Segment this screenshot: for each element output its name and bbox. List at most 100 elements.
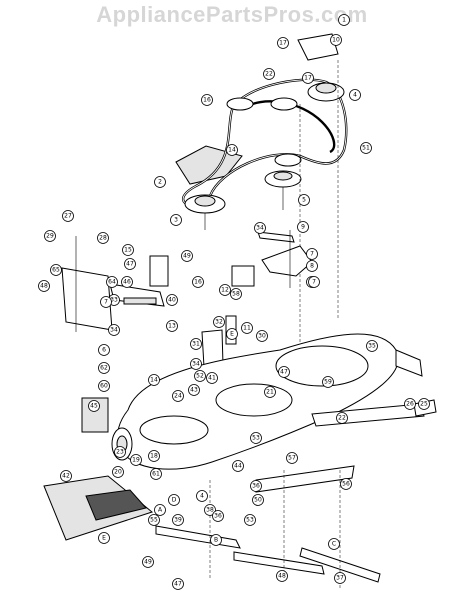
callout-40: 40 bbox=[166, 294, 178, 306]
blade-left bbox=[155, 525, 241, 549]
callout-51: 51 bbox=[360, 142, 372, 154]
callout-7: 7 bbox=[306, 248, 318, 260]
svg-text:14: 14 bbox=[150, 377, 158, 384]
idler-arm-bracket bbox=[261, 245, 313, 277]
callout-41: 41 bbox=[206, 372, 218, 384]
callout-2: 2 bbox=[154, 176, 166, 188]
callout-12: 12 bbox=[219, 284, 231, 296]
svg-text:28: 28 bbox=[99, 235, 107, 242]
callout-36: 36 bbox=[212, 510, 224, 522]
svg-text:E: E bbox=[230, 331, 234, 338]
callout-64: 64 bbox=[106, 276, 118, 288]
svg-text:34: 34 bbox=[192, 361, 200, 368]
svg-text:4: 4 bbox=[200, 493, 204, 500]
svg-text:17: 17 bbox=[279, 40, 287, 47]
callout-7: 7 bbox=[100, 296, 112, 308]
callout-22: 22 bbox=[263, 68, 275, 80]
watermark-text: AppliancePartsPros.com bbox=[96, 2, 368, 27]
svg-text:21: 21 bbox=[266, 389, 274, 396]
svg-text:10: 10 bbox=[332, 37, 340, 44]
svg-text:46: 46 bbox=[123, 279, 131, 286]
callout-32: 32 bbox=[213, 316, 225, 328]
callout-46: 46 bbox=[121, 276, 133, 288]
svg-text:50: 50 bbox=[254, 497, 262, 504]
callout-5: 5 bbox=[298, 194, 310, 206]
svg-text:62: 62 bbox=[100, 365, 108, 372]
svg-text:61: 61 bbox=[152, 471, 160, 478]
blade-center bbox=[233, 551, 325, 575]
svg-text:1: 1 bbox=[342, 17, 346, 24]
callout-37: 37 bbox=[334, 572, 346, 584]
callout-47: 47 bbox=[124, 258, 136, 270]
svg-text:23: 23 bbox=[116, 449, 124, 456]
callout-4: 4 bbox=[196, 490, 208, 502]
callout-53: 53 bbox=[250, 432, 262, 444]
svg-text:6: 6 bbox=[102, 347, 106, 354]
svg-text:C: C bbox=[332, 541, 336, 548]
svg-text:53: 53 bbox=[252, 435, 260, 442]
callout-20: 20 bbox=[112, 466, 124, 478]
callout-34: 34 bbox=[108, 324, 120, 336]
svg-text:36: 36 bbox=[214, 513, 222, 520]
callout-55: 55 bbox=[148, 514, 160, 526]
callout-48: 48 bbox=[38, 280, 50, 292]
idler-bracket-part bbox=[297, 33, 339, 61]
svg-text:29: 29 bbox=[46, 233, 54, 240]
callout-27: 27 bbox=[62, 210, 74, 222]
callout-8: 8 bbox=[306, 260, 318, 272]
callout-7: 7 bbox=[308, 276, 320, 288]
svg-text:4: 4 bbox=[353, 92, 357, 99]
svg-text:15: 15 bbox=[124, 247, 132, 254]
svg-text:32: 32 bbox=[215, 319, 223, 326]
svg-text:44: 44 bbox=[234, 463, 242, 470]
chute-and-wheel bbox=[43, 397, 154, 541]
svg-text:18: 18 bbox=[150, 453, 158, 460]
callout-9: 9 bbox=[297, 221, 309, 233]
svg-text:17: 17 bbox=[304, 75, 312, 82]
callout-52: 52 bbox=[194, 370, 206, 382]
svg-text:7: 7 bbox=[310, 251, 314, 258]
callout-10: 10 bbox=[330, 34, 342, 46]
svg-text:53: 53 bbox=[246, 517, 254, 524]
svg-text:47: 47 bbox=[280, 369, 288, 376]
idler-arm-assembly bbox=[257, 230, 313, 288]
svg-text:56: 56 bbox=[342, 481, 350, 488]
callout-28: 28 bbox=[97, 232, 109, 244]
svg-text:11: 11 bbox=[243, 325, 251, 332]
callout-60: 60 bbox=[98, 380, 110, 392]
svg-text:2: 2 bbox=[158, 179, 162, 186]
svg-text:12: 12 bbox=[221, 287, 229, 294]
idler-pulley-right bbox=[274, 153, 302, 167]
svg-text:51: 51 bbox=[362, 145, 370, 152]
drive-belt bbox=[243, 100, 336, 154]
mower-deck bbox=[117, 333, 423, 470]
svg-text:24: 24 bbox=[174, 393, 182, 400]
callout-18: 18 bbox=[148, 450, 160, 462]
callout-a: A bbox=[154, 504, 166, 516]
svg-text:37: 37 bbox=[336, 575, 344, 582]
callout-13: 13 bbox=[166, 320, 178, 332]
svg-text:13: 13 bbox=[168, 323, 176, 330]
idler-pulley-left bbox=[226, 97, 254, 111]
svg-text:48: 48 bbox=[278, 573, 286, 580]
svg-text:8: 8 bbox=[310, 263, 314, 270]
baffle-bar bbox=[255, 465, 355, 493]
svg-text:34: 34 bbox=[256, 225, 264, 232]
svg-text:47: 47 bbox=[126, 261, 134, 268]
callout-49: 49 bbox=[181, 250, 193, 262]
callout-58: 58 bbox=[230, 288, 242, 300]
svg-text:A: A bbox=[158, 507, 163, 514]
svg-text:65: 65 bbox=[52, 267, 60, 274]
upper-belt-assembly bbox=[175, 33, 348, 350]
callout-59: 59 bbox=[322, 376, 334, 388]
callout-11: 11 bbox=[241, 322, 253, 334]
svg-text:64: 64 bbox=[108, 279, 116, 286]
svg-text:16: 16 bbox=[203, 97, 211, 104]
callout-6: 6 bbox=[98, 344, 110, 356]
svg-text:22: 22 bbox=[265, 71, 273, 78]
callout-34: 34 bbox=[190, 358, 202, 370]
svg-text:36: 36 bbox=[252, 483, 260, 490]
callout-42: 42 bbox=[60, 470, 72, 482]
